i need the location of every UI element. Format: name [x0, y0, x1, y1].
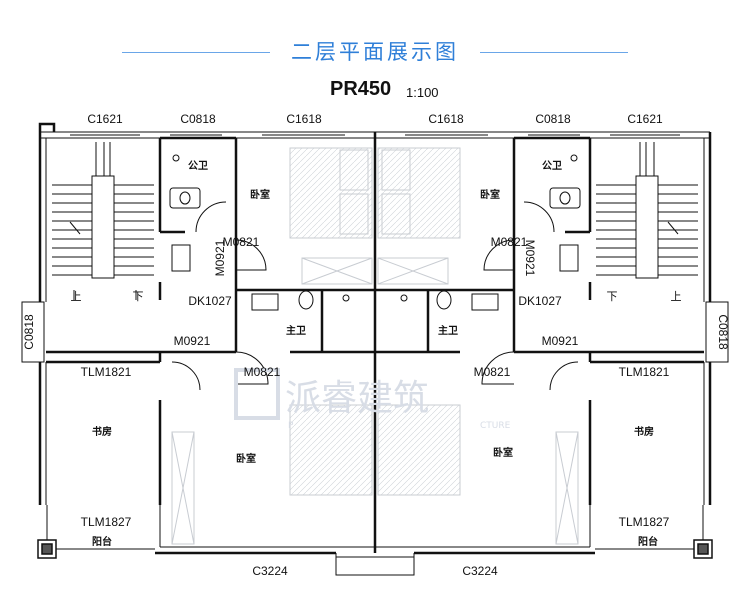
stair-up-right: 上 [671, 290, 682, 303]
balcony-posts [37, 505, 713, 559]
title-line-right [480, 52, 628, 53]
room-label-bedroom-bottom-right: 卧室 [493, 446, 513, 459]
door-label-m0921-right: M0921 [542, 334, 579, 348]
room-label-toilet-left: 公卫 [188, 160, 208, 172]
stair-labels: 上 下 下 上 [71, 290, 682, 303]
door-label-m0921-left: M0921 [174, 334, 211, 348]
title-line-left [122, 52, 270, 53]
watermark-en-right: CTURE [480, 421, 511, 431]
room-label-bedroom-bottom-left: 卧室 [236, 452, 256, 465]
plan-code: PR450 [330, 78, 392, 100]
watermark-text: 派睿建筑 [285, 378, 429, 419]
room-label-balcony-right: 阳台 [638, 535, 658, 548]
window-label-c1621-right: C1621 [627, 112, 663, 126]
interior-walls [46, 132, 704, 553]
window-label-tlm1821-left: TLM1821 [81, 365, 132, 379]
watermark: 派睿建筑 P CTURE [234, 368, 511, 431]
room-label-master-bath-left: 主卫 [286, 324, 306, 337]
room-labels: 公卫 公卫 卧室 卧室 主卫 主卫 书房 书房 卧室 卧室 阳台 阳台 [92, 160, 658, 548]
window-label-c3224-left: C3224 [252, 564, 288, 578]
door-label-dk1027-right: DK1027 [518, 294, 562, 308]
stair-down-left: 下 [133, 291, 144, 303]
window-label-c1621-left: C1621 [87, 112, 123, 126]
window-label-c1618-right: C1618 [428, 112, 464, 126]
room-label-study-right: 书房 [634, 425, 654, 438]
door-label-m0921-vertical-right: M0921 [523, 240, 537, 277]
room-label-master-bath-right: 主卫 [438, 324, 458, 337]
door-labels: M0821 M0821 M0921 M0921 DK1027 DK1027 M0… [174, 235, 579, 379]
stairs [52, 142, 698, 300]
room-label-study-left: 书房 [92, 425, 112, 438]
stair-up-left: 上 [71, 290, 82, 303]
window-label-c0818-side-right: C0818 [716, 314, 730, 350]
door-label-m0821-bath-left: M0821 [244, 365, 281, 379]
window-label-c3224-right: C3224 [462, 564, 498, 578]
side-windows [21, 301, 729, 363]
outer-walls [38, 122, 712, 576]
door-label-dk1027-left: DK1027 [188, 294, 232, 308]
door-label-m0921-vertical-left: M0921 [213, 239, 227, 276]
door-label-m0821-bath-right: M0821 [474, 365, 511, 379]
stair-down-right: 下 [607, 291, 618, 303]
window-label-c0818-left: C0818 [180, 112, 216, 126]
window-label-c1618-left: C1618 [286, 112, 322, 126]
door-label-m0821-toilet-right: M0821 [491, 235, 528, 249]
window-label-c0818-side-left: C0818 [22, 314, 36, 350]
watermark-en-left: P [288, 421, 294, 431]
window-label-tlm1827-left: TLM1827 [81, 515, 132, 529]
window-label-tlm1827-right: TLM1827 [619, 515, 670, 529]
room-label-toilet-right: 公卫 [542, 160, 562, 172]
door-label-m0821-toilet-left: M0821 [223, 235, 260, 249]
plan-scale: 1:100 [406, 85, 439, 100]
fixtures [169, 154, 581, 311]
room-label-bedroom-top-left: 卧室 [250, 188, 270, 201]
page-title: 二层平面展示图 [291, 40, 459, 64]
furniture [171, 147, 579, 545]
door-swings [171, 201, 579, 391]
window-labels: C1621 C0818 C1618 C1618 C0818 C1621 C081… [22, 112, 730, 578]
room-label-balcony-left: 阳台 [92, 535, 112, 548]
room-label-bedroom-top-right: 卧室 [480, 188, 500, 201]
title-row: 二层平面展示图 [0, 34, 750, 70]
window-label-tlm1821-right: TLM1821 [619, 365, 670, 379]
window-label-c0818-right: C0818 [535, 112, 571, 126]
